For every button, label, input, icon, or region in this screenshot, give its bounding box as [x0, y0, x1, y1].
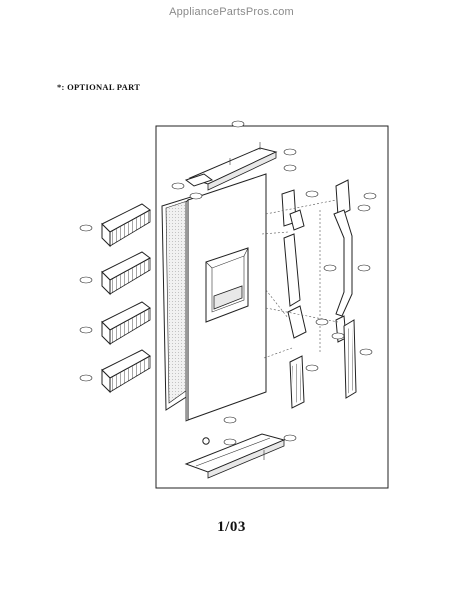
part-callouts [79, 120, 377, 446]
freezer-door-body [185, 173, 267, 422]
door-bin-3 [101, 301, 151, 346]
door-bin-2 [101, 251, 151, 296]
door-bin-1 [101, 203, 151, 248]
door-bottom-cap [184, 433, 286, 479]
watermark-text: AppliancePartsPros.com [169, 6, 294, 18]
door-top-cap [184, 142, 278, 191]
handle-trim-left [281, 189, 307, 409]
page-number: 1/03 [217, 519, 246, 535]
door-bin-4 [101, 349, 151, 394]
optional-part-note: *: OPTIONAL PART [57, 82, 141, 92]
diagram-frame [155, 125, 389, 489]
door-handle [333, 179, 357, 399]
